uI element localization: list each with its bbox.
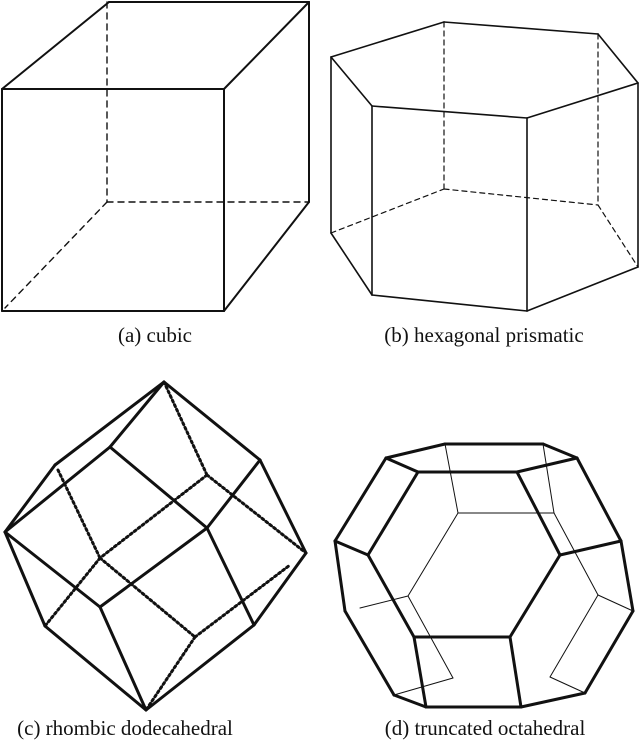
hidden-edge — [549, 594, 599, 678]
visible-edge — [558, 539, 623, 557]
hexagonal-prismatic-cell-diagram — [330, 21, 639, 312]
hidden-edge — [553, 512, 599, 596]
hidden-edge — [443, 188, 599, 206]
visible-edge — [330, 21, 445, 58]
visible-edge — [515, 456, 579, 474]
visible-edge — [108, 445, 209, 530]
visible-edge — [384, 442, 447, 460]
visible-edge — [162, 380, 262, 462]
visible-edge — [541, 442, 579, 460]
visible-edge — [333, 539, 347, 613]
visible-edge — [205, 458, 262, 530]
visible-edge — [443, 21, 599, 35]
hidden-edge — [542, 443, 555, 514]
visible-edge — [144, 623, 256, 712]
visible-edge — [519, 691, 587, 709]
hidden-edge — [330, 188, 445, 234]
visible-edge — [583, 609, 635, 695]
visible-edge — [223, 201, 310, 312]
visible-edge — [515, 470, 562, 557]
visible-edge — [3, 463, 57, 534]
visible-edge — [392, 693, 428, 709]
caption-truncated-octahedral: (d) truncated octahedral — [384, 716, 586, 740]
hidden-edge — [144, 635, 197, 712]
visible-edge — [98, 605, 148, 712]
hidden-edge — [4, 201, 108, 309]
visible-edge — [3, 530, 102, 609]
visible-edge — [575, 456, 623, 543]
visible-edge — [333, 539, 370, 557]
visible-edge — [205, 526, 256, 627]
visible-edge — [98, 526, 209, 609]
visible-edge — [252, 551, 308, 627]
visible-edge — [619, 539, 635, 613]
visible-edge — [108, 380, 166, 449]
visible-edge — [330, 232, 373, 296]
hidden-edge — [98, 556, 197, 639]
visible-edge — [526, 82, 639, 119]
hidden-edge — [444, 443, 459, 514]
visible-edge — [258, 458, 308, 555]
visible-edge — [3, 445, 112, 534]
visible-edge — [333, 456, 388, 543]
caption-rhombic-dodecahedral: (c) rhombic dodecahedral — [17, 716, 233, 740]
truncated-octahedral-cell-diagram — [333, 442, 635, 709]
visible-edge — [412, 635, 428, 709]
caption-hexagonal-prismatic: (b) hexagonal prismatic — [384, 323, 584, 347]
hidden-edge — [359, 595, 409, 609]
visible-edge — [43, 624, 148, 712]
caption-cubic: (a) cubic — [117, 323, 193, 347]
hidden-edge — [549, 676, 586, 694]
hidden-edge — [162, 380, 209, 477]
visible-edge — [223, 1, 310, 90]
visible-edge — [343, 609, 396, 697]
hidden-edge — [597, 594, 634, 612]
hidden-edge — [407, 512, 459, 597]
hidden-edge — [597, 204, 639, 268]
visible-edge — [366, 470, 420, 557]
visible-edge — [508, 553, 562, 639]
hidden-edge — [98, 473, 209, 560]
visible-edge — [366, 553, 416, 639]
visible-edge — [508, 635, 523, 709]
visible-edge — [53, 380, 166, 467]
cubic-cell-diagram — [1, 1, 310, 312]
visible-edge — [330, 56, 373, 107]
visible-edge — [384, 456, 420, 474]
hidden-edge — [43, 556, 102, 628]
visible-edge — [1, 1, 110, 90]
visible-edge — [371, 105, 528, 119]
visible-edge — [526, 266, 639, 312]
visible-edge — [371, 294, 528, 312]
hidden-edge — [205, 473, 308, 555]
visible-edge — [597, 33, 639, 84]
rhombic-dodecahedral-cell-diagram — [3, 380, 308, 712]
visible-edge — [3, 530, 47, 628]
